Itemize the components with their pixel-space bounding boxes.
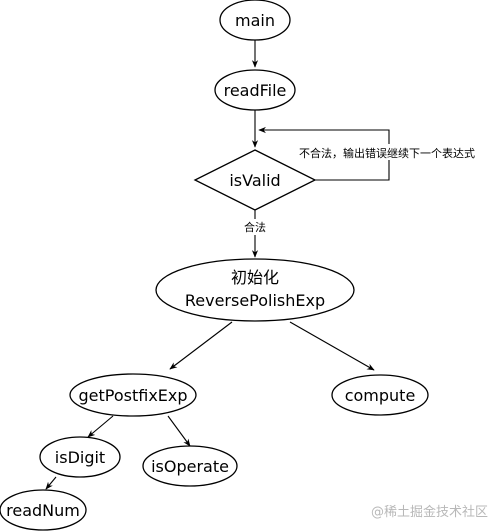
node-isdigit: isDigit: [39, 436, 121, 478]
edge-getpostfixexp-isdigit: [87, 415, 114, 438]
node-readfile: readFile: [214, 69, 296, 111]
node-getpostfixexp: getPostfixExp: [69, 373, 197, 417]
node-compute-label: compute: [345, 386, 416, 405]
node-getpostfixexp-label: getPostfixExp: [78, 386, 187, 405]
node-isoperate-label: isOperate: [151, 457, 229, 476]
node-readnum: readNum: [0, 489, 87, 531]
node-isoperate: isOperate: [142, 445, 238, 487]
node-readfile-label: readFile: [224, 81, 287, 100]
node-main: main: [219, 0, 291, 41]
watermark-text: @稀土掘金技术社区: [371, 504, 488, 520]
edge-getpostfixexp-isoperate: [167, 415, 191, 447]
node-init: 初始化 ReversePolishExp: [155, 258, 355, 322]
node-isvalid: isValid: [193, 149, 317, 211]
edge-labels: 不合法，输出错误继续下一个表达式 合法: [241, 144, 475, 235]
node-isvalid-label: isValid: [229, 171, 280, 190]
node-readnum-label: readNum: [6, 501, 80, 520]
node-isdigit-label: isDigit: [55, 448, 105, 467]
edge-label-valid: 合法: [244, 220, 266, 234]
edge-init-getpostfixexp: [169, 321, 233, 370]
edge-init-compute: [289, 321, 375, 371]
node-init-label-line2: ReversePolishExp: [185, 291, 325, 310]
node-main-label: main: [235, 11, 275, 30]
node-compute: compute: [331, 374, 429, 416]
edge-isdigit-readnum: [45, 476, 57, 490]
edge-label-invalid: 不合法，输出错误继续下一个表达式: [299, 146, 475, 160]
node-init-label-line1: 初始化: [231, 268, 279, 287]
